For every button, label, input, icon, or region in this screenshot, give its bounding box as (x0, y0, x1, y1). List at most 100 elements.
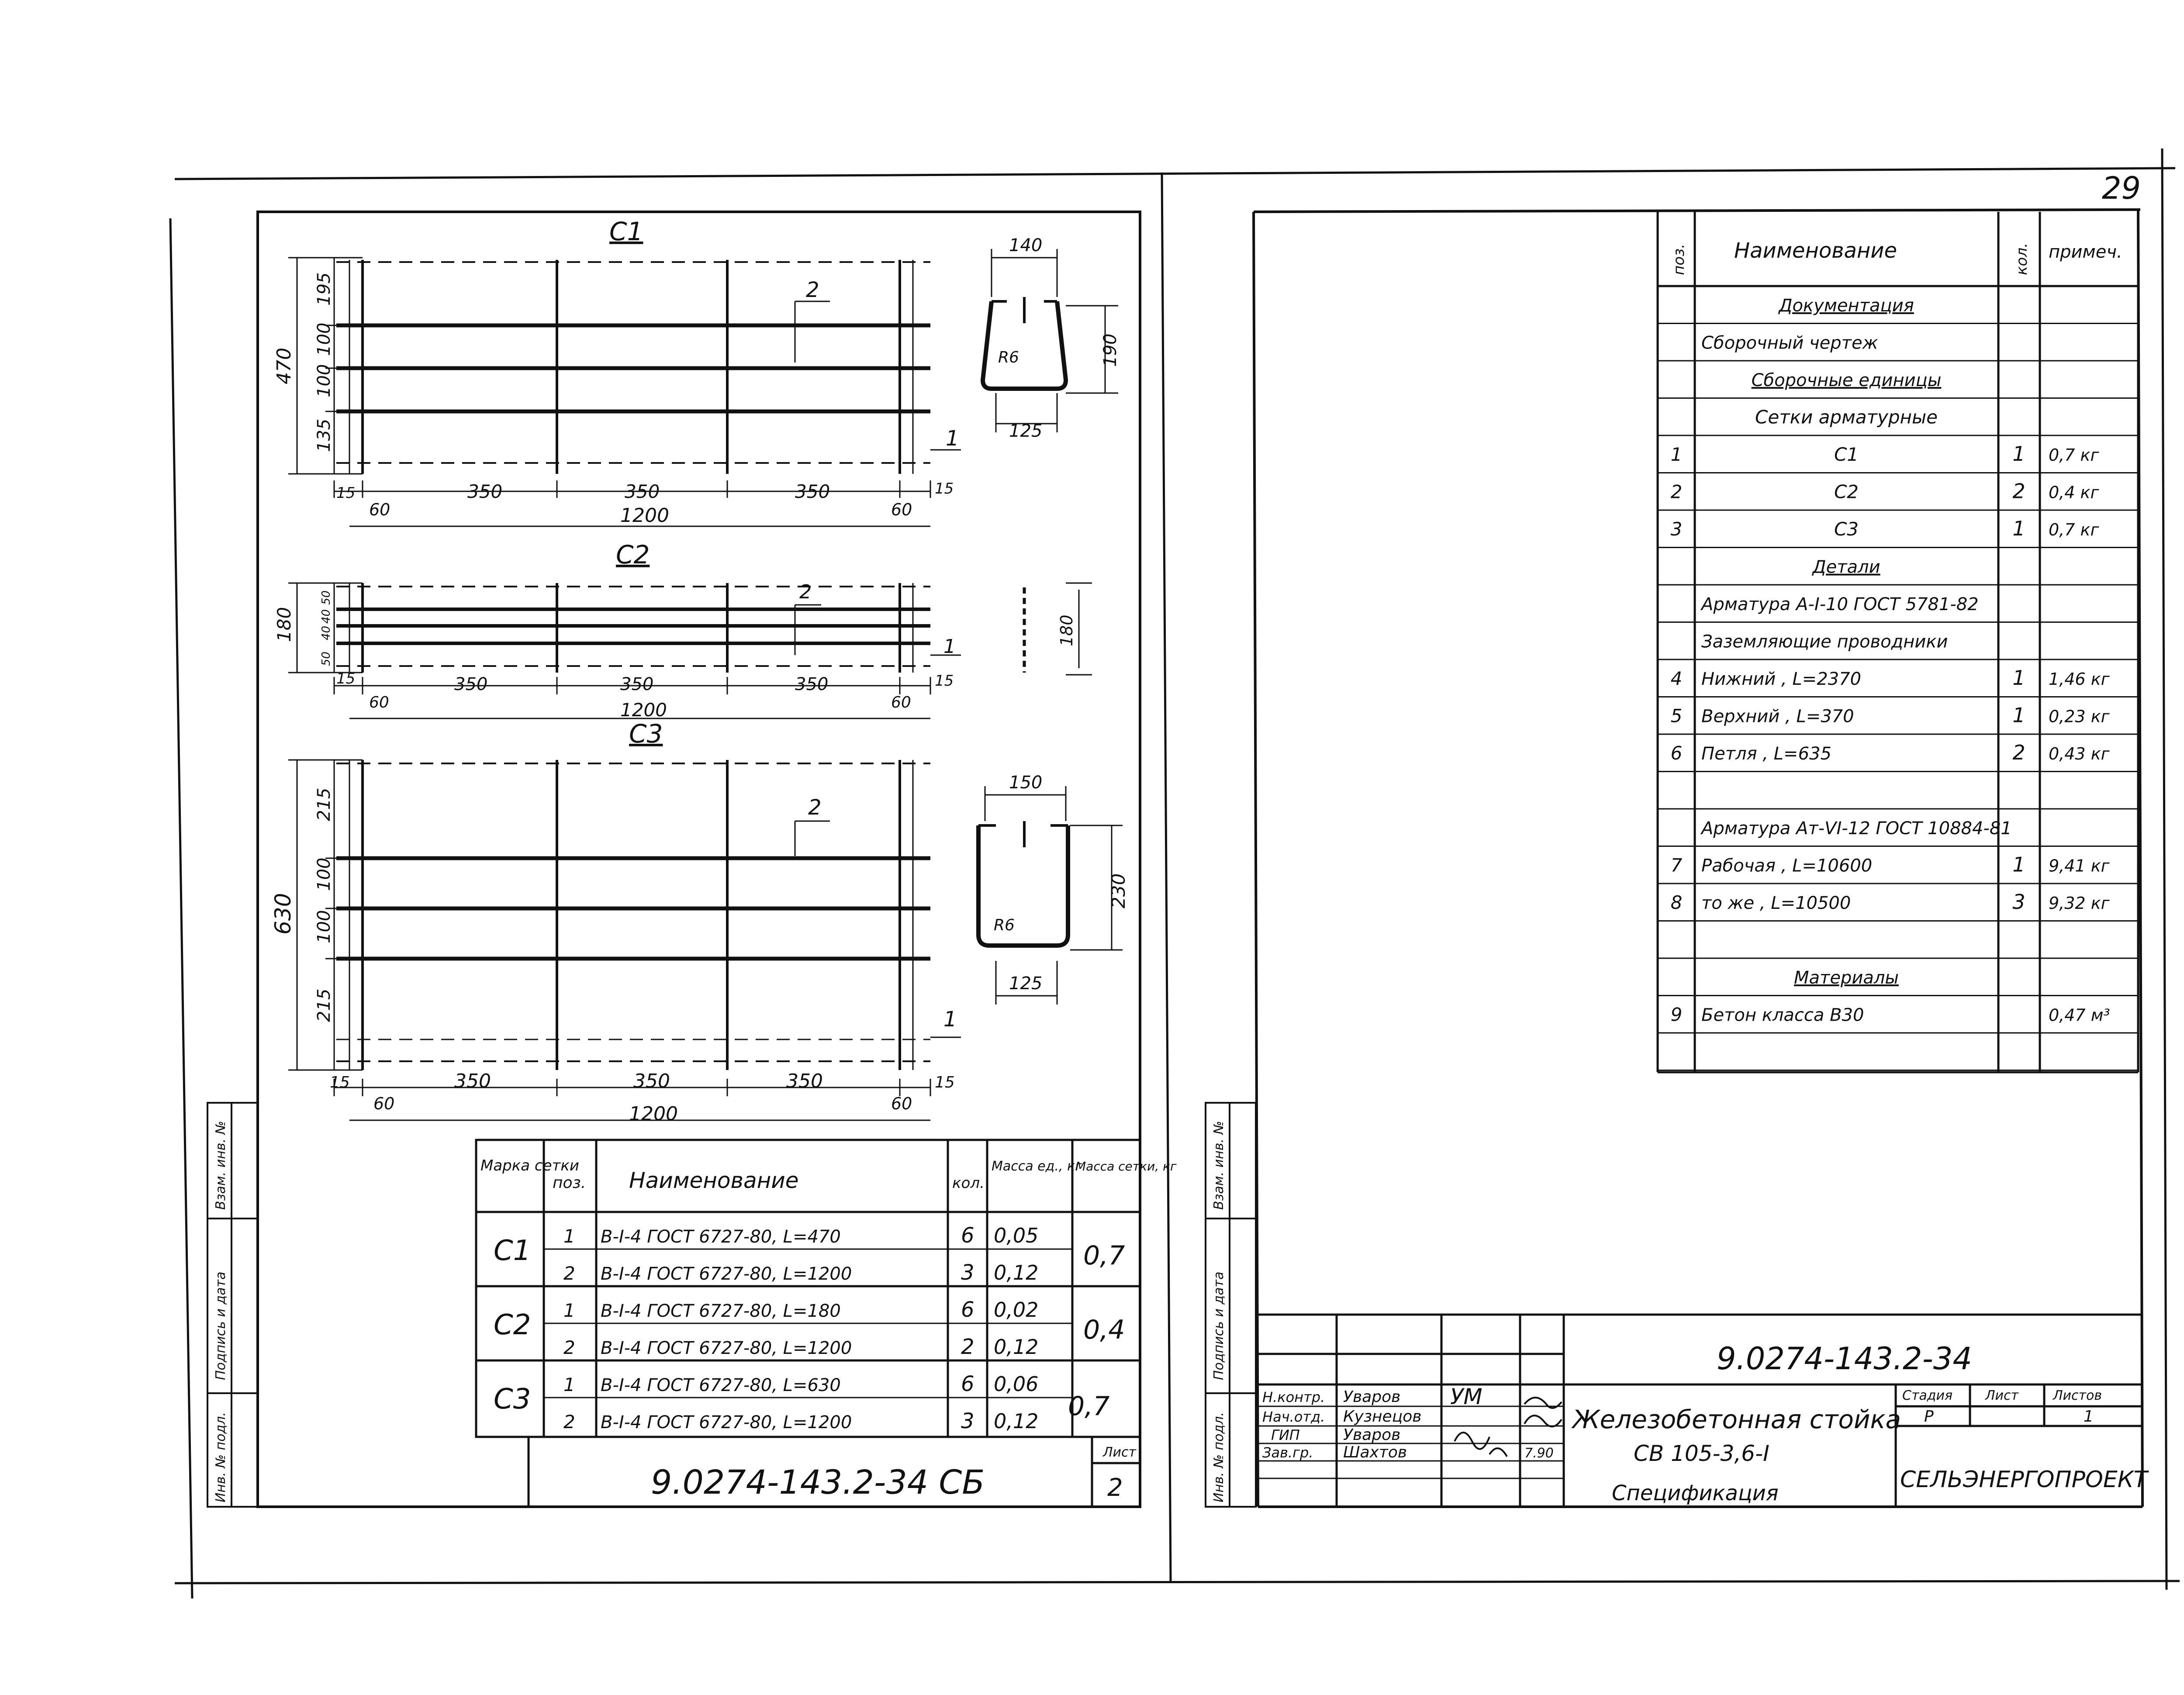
right-sheet-border (1252, 208, 2144, 1508)
spec-cell: 9,41 кг (2049, 856, 2110, 876)
net-c3-dim-v3: 100 (314, 910, 334, 943)
nets-table-name: В-I-4 ГОСТ 6727-80, L=1200 (601, 1338, 852, 1358)
net-c1-dim-v2: 100 (314, 323, 334, 356)
spec-cell: Сборочный чертеж (1701, 333, 1878, 353)
net-c1-dim-h6: 15 (935, 480, 954, 497)
spec-cell: 4 (1671, 668, 1683, 689)
net-c3-pos2: 2 (808, 795, 822, 820)
net-c2-dim-h1: 60 (369, 694, 389, 711)
title-block-role: ГИП (1271, 1427, 1300, 1443)
spec-cell: 3 (1671, 518, 1683, 540)
left-sheet-number: 2 (1107, 1474, 1123, 1502)
spec-header-qty: кол. (2013, 243, 2031, 275)
nets-table-pos: 2 (563, 1263, 575, 1284)
spec-cell: Заземляющие проводники (1701, 632, 1948, 652)
spec-cell: С1 (1834, 444, 1859, 465)
nets-table-header-mark: Марка сетки (480, 1157, 579, 1174)
net-c2-dim-h5: 60 (891, 694, 911, 711)
nets-table-grid (475, 1139, 1141, 1507)
net-c2-dim-total: 1200 (620, 699, 667, 721)
net-c3-dim-total-height: 630 (270, 893, 296, 935)
nets-table-unit: 0,12 (994, 1409, 1038, 1433)
nets-table-name: В-I-4 ГОСТ 6727-80, L=1200 (601, 1264, 852, 1284)
net-c1-pos1: 1 (946, 426, 959, 451)
nets-table-unit: 0,02 (994, 1298, 1038, 1322)
net-c3-section-base: 125 (1009, 974, 1042, 994)
spec-cell: 6 (1671, 742, 1683, 764)
left-sheet-border (256, 211, 1141, 1508)
spec-cell: 7 (1671, 855, 1683, 876)
net-c1-section-base: 125 (1009, 421, 1042, 441)
left-sheet: Инв. № подл. Подпись и дата Взам. инв. № (207, 211, 1177, 1508)
spec-cell: 9 (1671, 1004, 1683, 1025)
net-c3-dim-h1: 60 (373, 1094, 394, 1113)
net-c1-dim-total-height: 470 (273, 348, 295, 384)
net-c1-dim-v1: 195 (314, 273, 334, 306)
nets-table-unit: 0,05 (994, 1224, 1038, 1247)
spec-cell: 8 (1671, 892, 1683, 913)
left-side-stamp (207, 1102, 259, 1508)
net-c3-section-radius: R6 (994, 916, 1015, 934)
nets-table-unit: 0,12 (994, 1335, 1038, 1359)
title-block-title-line1: Железобетонная стойка (1571, 1405, 1901, 1434)
title-block-code: 9.0274-143.2-34 (1717, 1341, 1972, 1377)
net-c1-dim-h0: 15 (336, 484, 355, 502)
nets-table-mass-c2: 0,4 (1083, 1315, 1125, 1345)
net-c3-dim-v4: 215 (314, 989, 334, 1022)
net-c2-dim-h6: 15 (935, 672, 954, 690)
spec-cell: 2 (2012, 741, 2025, 764)
net-c3-pos1: 1 (943, 1007, 957, 1032)
nets-table-mark-c3: С3 (494, 1383, 531, 1415)
nets-table-header-unit: Масса ед., кг (992, 1159, 1082, 1174)
net-c1-dim-v3: 100 (314, 364, 334, 397)
net-c2-dim-h3: 350 (620, 674, 653, 694)
spec-cell: Верхний , L=370 (1701, 707, 1854, 727)
title-block-name: Шахтов (1343, 1443, 1407, 1461)
spec-cell: Арматура Ат-VI-12 ГОСТ 10884-81 (1700, 818, 2012, 839)
spec-cell: 0,7 кг (2049, 445, 2099, 465)
right-stamp-sign: Подпись и дата (1211, 1272, 1227, 1381)
nets-table-name: В-I-4 ГОСТ 6727-80, L=1200 (601, 1412, 852, 1433)
spec-cell: Петля , L=635 (1701, 744, 1832, 764)
spec-cell: 1,46 кг (2049, 670, 2110, 689)
net-c2-dim-h2: 350 (454, 674, 487, 694)
net-c1-dim-h2: 350 (467, 481, 502, 502)
title-block-sheet-label: Лист (1985, 1388, 2019, 1403)
spec-cell: 3 (2012, 890, 2025, 914)
left-stamp-inv: Инв. № подл. (213, 1412, 228, 1502)
spec-cell: 1 (1671, 444, 1683, 465)
right-side-stamp (1205, 1102, 1257, 1508)
spec-cell: 0,47 м³ (2049, 1006, 2110, 1025)
title-block-role: Н.контр. (1262, 1389, 1325, 1405)
net-c2-dim-v3: 40 (320, 626, 333, 640)
net-c1-dim-h3: 350 (625, 481, 660, 502)
net-c3-section-height: 230 (1108, 873, 1129, 908)
title-block-date: 7.90 (1524, 1446, 1554, 1461)
spec-cell: 1 (2012, 853, 2025, 877)
net-c1-dim-h4: 350 (795, 481, 830, 502)
title-block-sheets: 1 (2084, 1408, 2094, 1426)
nets-table-qty: 2 (961, 1335, 975, 1359)
page-frame (169, 148, 2180, 1599)
net-c2-dim-h0: 15 (336, 670, 355, 687)
net-c1-dim-h5: 60 (891, 500, 912, 519)
spec-cell: 1 (2012, 704, 2025, 727)
spec-cell: 1 (2012, 442, 2025, 466)
title-block-stage: Р (1924, 1408, 1934, 1426)
nets-table-pos: 1 (563, 1374, 575, 1395)
spec-cell: 0,43 кг (2049, 744, 2110, 763)
spec-cell: Документация (1778, 296, 1914, 316)
net-c3-dim-h3: 350 (633, 1070, 670, 1092)
net-c2-dim-h4: 350 (795, 674, 828, 694)
net-c1-section-radius: R6 (998, 349, 1019, 366)
nets-table-unit: 0,12 (994, 1261, 1038, 1284)
spec-header-name: Наименование (1734, 238, 1897, 263)
net-c2-dim-v1: 50 (320, 590, 333, 605)
spec-cell: Детали (1811, 557, 1880, 577)
spec-cell: 2 (1671, 481, 1683, 503)
title-block-name: Уваров (1343, 1388, 1400, 1406)
net-c2 (288, 582, 1092, 719)
net-c2-section-height: 180 (1057, 614, 1076, 646)
